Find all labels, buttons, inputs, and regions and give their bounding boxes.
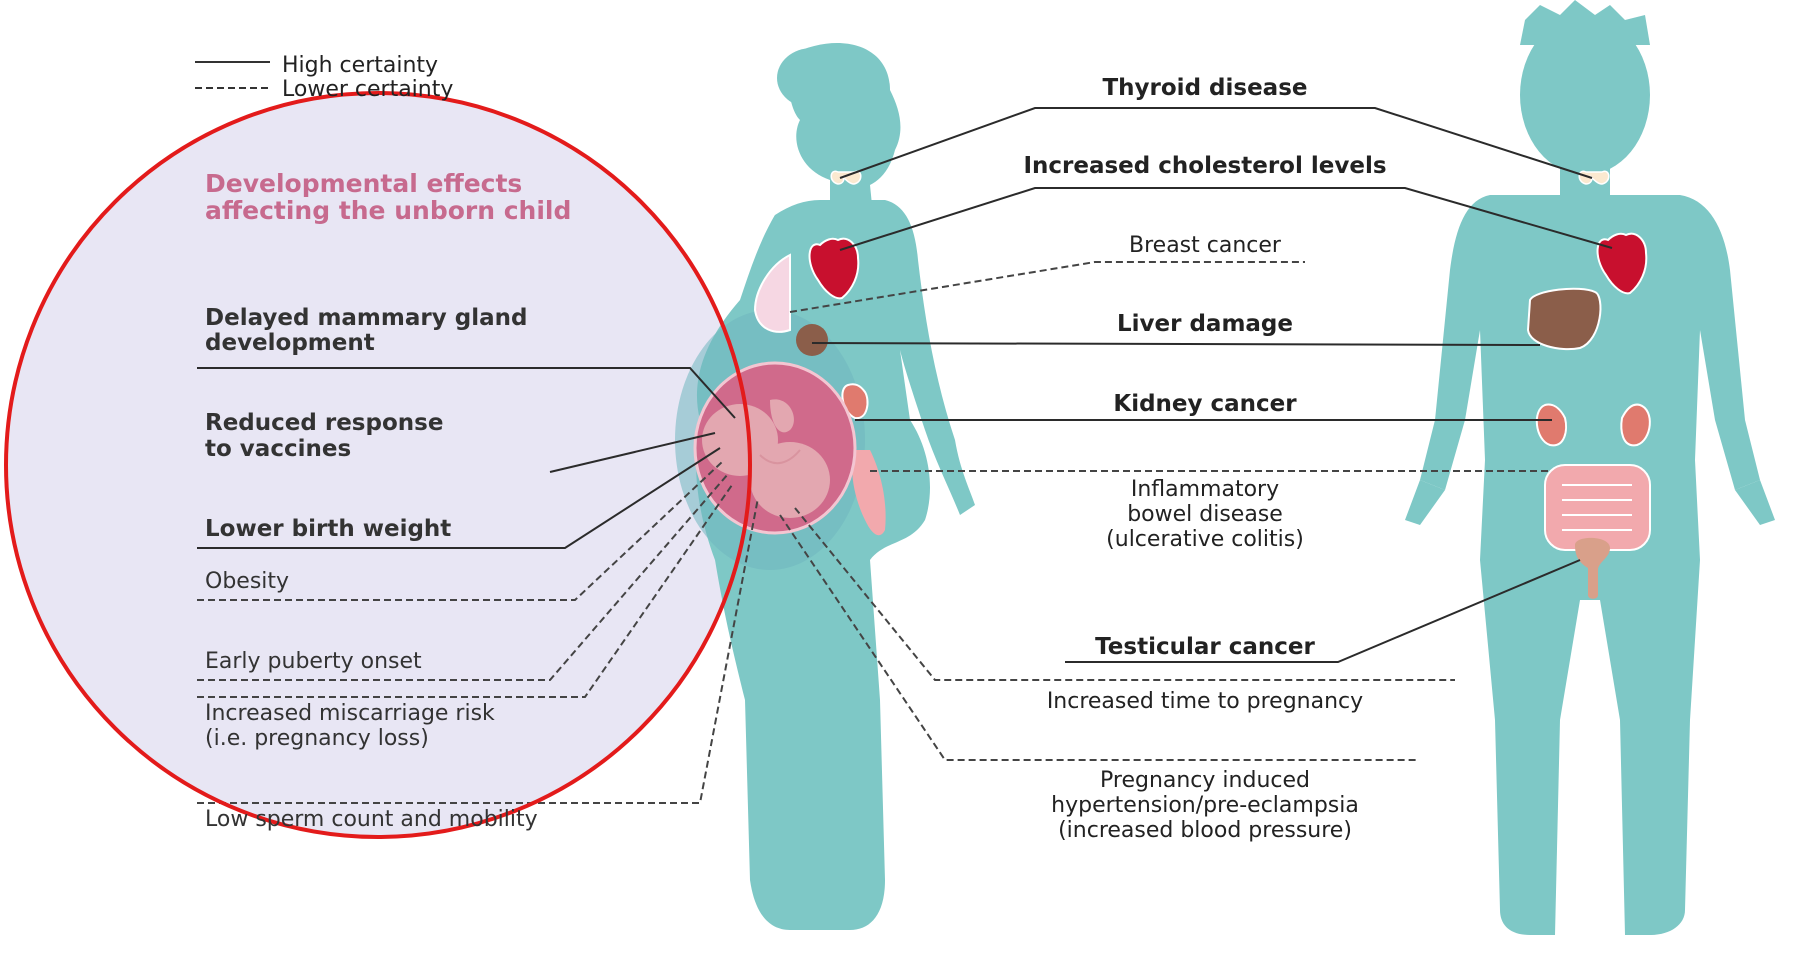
label-mammary-1: Delayed mammary gland <box>205 305 527 331</box>
label-miscarriage-1: Increased miscarriage risk <box>205 701 495 726</box>
male-kidney-right <box>1621 405 1650 446</box>
label-cholesterol: Increased cholesterol levels <box>1023 153 1386 179</box>
label-obesity: Obesity <box>205 569 289 594</box>
developmental-title-line1: Developmental effects <box>205 169 522 198</box>
label-preeclampsia-1: Pregnancy induced <box>1100 768 1310 793</box>
label-vaccines-2: to vaccines <box>205 436 351 462</box>
male-intestine <box>1545 465 1650 550</box>
label-liver: Liver damage <box>1117 311 1293 337</box>
label-miscarriage-2: (i.e. pregnancy loss) <box>205 726 429 751</box>
label-mammary-2: development <box>205 330 375 356</box>
male-liver <box>1528 289 1600 349</box>
label-vaccines-1: Reduced response <box>205 410 443 436</box>
label-testicular: Testicular cancer <box>1095 634 1315 660</box>
label-preeclampsia-3: (increased blood pressure) <box>1058 818 1352 843</box>
label-thyroid: Thyroid disease <box>1102 75 1307 101</box>
legend-lower-label: Lower certainty <box>282 77 453 102</box>
legend: High certainty Lower certainty <box>195 53 453 102</box>
label-birth-weight: Lower birth weight <box>205 516 451 542</box>
legend-high-label: High certainty <box>282 53 438 78</box>
label-breast: Breast cancer <box>1129 233 1282 258</box>
female-liver <box>796 324 828 356</box>
label-kidney: Kidney cancer <box>1113 391 1297 417</box>
label-ibd-1: Inflammatory <box>1131 477 1279 502</box>
label-ibd-2: bowel disease <box>1127 502 1283 527</box>
developmental-title-line2: affecting the unborn child <box>205 196 571 225</box>
label-pregnancy-time: Increased time to pregnancy <box>1047 689 1363 714</box>
label-preeclampsia-2: hypertension/pre-eclampsia <box>1051 793 1359 818</box>
label-puberty: Early puberty onset <box>205 649 422 674</box>
label-ibd-3: (ulcerative colitis) <box>1106 527 1304 552</box>
label-sperm: Low sperm count and mobility <box>205 807 538 832</box>
